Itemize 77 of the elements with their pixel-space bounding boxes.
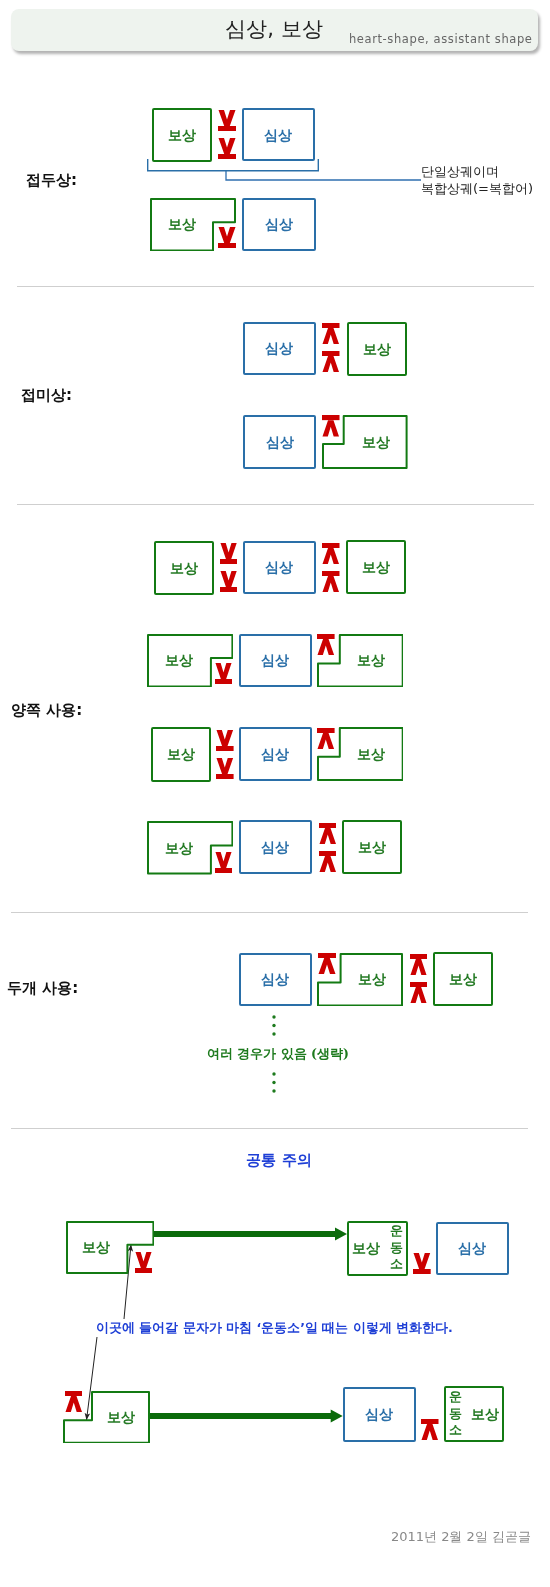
box-label: 심상 <box>261 746 290 762</box>
outlined-box <box>153 540 214 595</box>
outlined-box <box>242 540 316 594</box>
box-label: 보상 <box>164 652 193 669</box>
outlined-box <box>435 1221 509 1275</box>
section-label: 두개 사용: <box>7 979 79 997</box>
outlined-box <box>342 819 402 874</box>
box-label: 심상 <box>265 559 294 576</box>
box-label: 보상 <box>357 746 386 762</box>
box-label: 보상 <box>358 971 387 988</box>
outlined-box <box>443 1385 504 1442</box>
box-label: 심상 <box>261 839 290 855</box>
notched-box <box>150 197 236 251</box>
omission-note: 여러 경우가 있음 (생략) <box>207 1046 349 1062</box>
outlined-box <box>151 108 212 162</box>
box-label: 심상 <box>458 1240 487 1257</box>
box-label: 보상 <box>167 127 196 143</box>
stacked-label: 운동소 <box>389 1223 403 1273</box>
box-label: 보상 <box>357 652 386 669</box>
box-label: 보상 <box>167 216 196 233</box>
box-label: 심상 <box>265 216 293 233</box>
box-label: 보상 <box>448 970 477 987</box>
outlined-box <box>242 197 316 251</box>
notched-box <box>316 727 404 781</box>
section-label: 접미상: <box>21 386 72 404</box>
outlined-box <box>345 539 406 594</box>
annotation-text: 단일상궤이며 복합상궤(=복합어) <box>421 163 541 197</box>
notched-box <box>322 415 408 469</box>
byline: 2011년 2월 2일 김곧글 <box>390 1529 531 1545</box>
outlined-box <box>238 727 312 781</box>
notched-box <box>317 952 404 1006</box>
notched-box <box>63 1390 150 1444</box>
title: 심상, 보상 <box>225 17 323 41</box>
box-label: 보상 <box>107 1409 135 1426</box>
section-heading: 공통 주의 <box>246 1151 312 1169</box>
outlined-box <box>243 415 317 469</box>
outlined-box <box>242 321 316 375</box>
leader-line <box>84 1336 98 1421</box>
leader-line <box>225 170 422 181</box>
outlined-box <box>150 727 211 782</box>
outlined-box <box>346 321 407 376</box>
box-label: 보상 <box>361 558 390 575</box>
outlined-box <box>347 1220 408 1276</box>
notched-box <box>65 1220 154 1274</box>
outlined-box <box>432 951 493 1006</box>
notched-box <box>146 821 233 875</box>
box-label: 보상 <box>169 559 198 576</box>
box-label: 보상 <box>82 1239 111 1256</box>
box-label: 심상 <box>261 971 290 988</box>
outlined-box <box>342 1386 416 1442</box>
section-label: 접두상: <box>26 171 77 189</box>
box-label: 심상 <box>261 652 290 669</box>
box-label: 심상 <box>365 1406 394 1423</box>
box-label: 보상 <box>164 839 193 856</box>
section-label: 양쪽 사용: <box>11 701 83 719</box>
box-label: 보상 <box>471 1405 499 1422</box>
box-label: 보상 <box>166 746 195 763</box>
box-label: 보상 <box>358 838 386 855</box>
block-arrow <box>150 1409 343 1423</box>
box-label: 심상 <box>265 340 294 357</box>
leader-line <box>123 1244 134 1320</box>
annotation-text: 이곳에 들어갈 문자가 마침 ‘운동소’일 때는 이렇게 변화한다. <box>96 1319 453 1337</box>
box-label: 심상 <box>265 434 294 450</box>
outlined-box <box>238 952 312 1006</box>
subtitle: heart-shape, assistant shape <box>348 32 533 46</box>
notched-box <box>316 633 404 687</box>
block-arrow <box>154 1227 347 1241</box>
box-label: 심상 <box>264 126 293 143</box>
notched-box <box>146 633 233 687</box>
box-label: 보상 <box>362 340 391 357</box>
box-label: 보상 <box>352 1240 380 1257</box>
outlined-box <box>238 820 312 874</box>
box-label: 보상 <box>361 434 390 450</box>
outlined-box <box>238 633 312 687</box>
outlined-box <box>241 108 315 161</box>
bracket <box>147 158 319 171</box>
stacked-label: 운동소 <box>448 1389 463 1439</box>
